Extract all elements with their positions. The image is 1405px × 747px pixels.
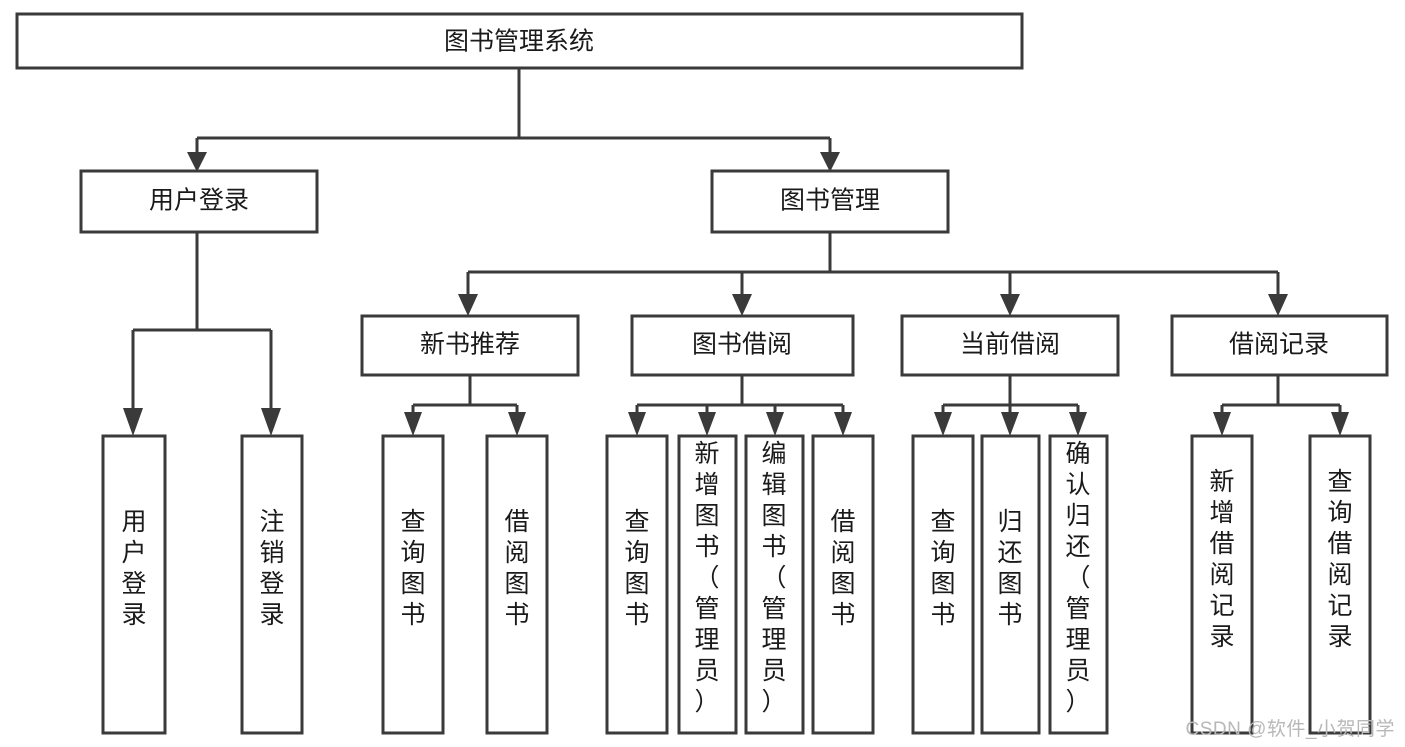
connector-root-to-level2 [195,68,832,158]
arrow-icon [628,412,646,436]
node-leaf-user-logout-box[interactable] [240,434,304,735]
node-root[interactable]: 图书管理系统 [15,12,1024,70]
node-leaf-add-record-label: 新增借阅记录 [1209,468,1234,651]
node-leaf-borrow-book-1-label: 借阅图书 [504,508,529,629]
arrow-icon [732,294,752,316]
node-book-manage-label: 图书管理 [780,187,880,215]
arrow-icon [834,412,852,436]
arrow-icon [698,412,716,436]
node-leaf-add-record[interactable]: 新增借阅记录 [1190,434,1254,735]
node-borrow-record-box[interactable] [1170,314,1389,377]
node-leaf-query-book-3-label: 查询图书 [930,508,955,629]
node-book-borrow[interactable]: 图书借阅 [630,314,855,377]
arrow-icon [1001,412,1019,436]
node-leaf-query-record[interactable]: 查询借阅记录 [1308,434,1372,735]
arrow-icon [1213,412,1231,436]
node-leaf-borrow-book-1[interactable]: 借阅图书 [485,434,549,735]
node-leaf-query-book-2-label: 查询图书 [624,508,649,629]
arrow-icon [458,294,478,316]
arrow-icon [1331,412,1349,436]
arrow-icon [934,412,952,436]
node-root-box[interactable] [15,12,1024,70]
node-leaf-user-login-label: 用户登录 [121,508,146,629]
node-leaf-borrow-book-2-label: 借阅图书 [830,508,855,629]
node-leaf-query-book-1[interactable]: 查询图书 [381,434,445,735]
node-leaf-return-book-label: 归还图书 [997,508,1022,629]
node-book-borrow-label: 图书借阅 [692,331,792,359]
node-leaf-user-logout[interactable]: 注销登录 [240,434,304,735]
node-borrow-record[interactable]: 借阅记录 [1170,314,1389,377]
arrow-icon [187,152,207,172]
node-leaf-return-book-box[interactable] [980,434,1041,735]
node-book-borrow-box[interactable] [630,314,855,377]
node-leaf-add-book[interactable]: 新增图书（管理员） [677,434,738,735]
node-leaf-confirm-return-box[interactable] [1048,434,1109,735]
node-leaf-query-book-1-box[interactable] [381,434,445,735]
node-leaf-confirm-return-label: 确认归还（管理员） [1065,440,1090,716]
connector-book-borrow-to-leaves [635,375,845,424]
node-root-label: 图书管理系统 [444,28,594,56]
connector-book-manage-to-level3 [466,232,1280,302]
arrow-icon [1268,294,1288,316]
node-leaf-add-record-box[interactable] [1190,434,1254,735]
node-new-book-rec[interactable]: 新书推荐 [360,314,580,377]
node-leaf-query-book-3[interactable]: 查询图书 [911,434,975,735]
connector-layer [131,68,1342,424]
node-leaf-user-logout-label: 注销登录 [259,508,284,629]
arrow-icon [820,152,840,172]
arrow-icon [261,408,281,436]
node-user-login-label: 用户登录 [149,187,249,215]
arrow-icon [766,412,784,436]
node-leaf-query-book-2[interactable]: 查询图书 [605,434,669,735]
arrow-icon [123,408,143,436]
node-user-login-box[interactable] [79,169,319,234]
arrowhead-layer [123,152,1349,436]
node-leaf-edit-book[interactable]: 编辑图书（管理员） [744,434,805,735]
node-leaf-user-login-box[interactable] [101,434,167,735]
node-leaf-query-book-1-label: 查询图书 [400,508,425,629]
node-leaf-query-record-label: 查询借阅记录 [1327,468,1352,651]
node-leaf-query-book-3-box[interactable] [911,434,975,735]
node-new-book-rec-box[interactable] [360,314,580,377]
node-leaf-query-record-box[interactable] [1308,434,1372,735]
arrow-icon [1069,412,1087,436]
node-leaf-borrow-book-2[interactable]: 借阅图书 [811,434,875,735]
arrow-icon [1000,294,1020,316]
node-leaf-add-book-label: 新增图书（管理员） [694,440,719,716]
connector-borrow-record-to-leaves [1220,375,1342,424]
node-current-borrow-label: 当前借阅 [960,331,1060,359]
arrow-icon [404,412,422,436]
node-leaf-confirm-return[interactable]: 确认归还（管理员） [1048,434,1109,735]
node-book-manage-box[interactable] [710,169,950,234]
node-leaf-edit-book-label: 编辑图书（管理员） [761,440,786,716]
node-leaf-return-book[interactable]: 归还图书 [980,434,1041,735]
node-leaf-borrow-book-2-box[interactable] [811,434,875,735]
node-current-borrow-box[interactable] [900,314,1120,377]
node-user-login[interactable]: 用户登录 [79,169,319,234]
node-current-borrow[interactable]: 当前借阅 [900,314,1120,377]
node-leaf-user-login[interactable]: 用户登录 [101,434,167,735]
node-book-manage[interactable]: 图书管理 [710,169,950,234]
csdn-watermark: CSDN @软件_小贺同学 [1185,719,1395,740]
node-new-book-rec-label: 新书推荐 [420,331,520,359]
connector-new-book-rec-to-leaves [411,375,519,424]
arrow-icon [508,412,526,436]
node-borrow-record-label: 借阅记录 [1229,331,1329,359]
node-leaf-add-book-box[interactable] [677,434,738,735]
node-leaf-query-book-2-box[interactable] [605,434,669,735]
node-leaf-borrow-book-1-box[interactable] [485,434,549,735]
connector-user-login-to-leaves [131,232,273,424]
node-leaf-edit-book-box[interactable] [744,434,805,735]
